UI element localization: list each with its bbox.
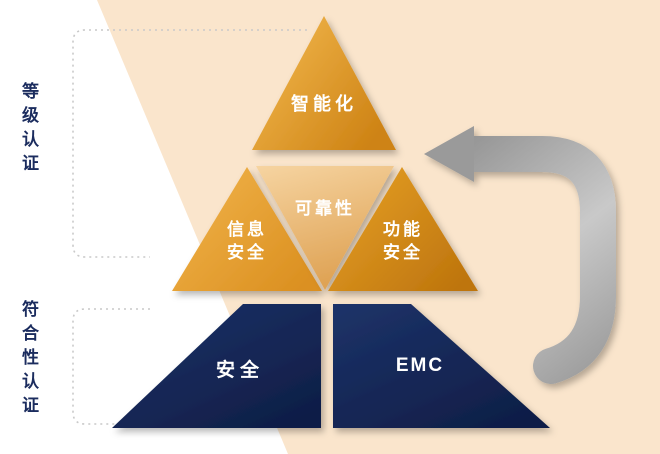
- curved-arrow-shaft: [454, 136, 616, 384]
- triangle-middle-left: [172, 167, 322, 291]
- triangle-middle-right: [328, 167, 478, 291]
- triangle-middle-center-inverted: [256, 166, 394, 290]
- triangle-top: [252, 16, 396, 150]
- curved-arrow-head-icon: [424, 126, 474, 182]
- curved-arrow: [424, 126, 616, 384]
- trapezoid-bottom-left: [112, 304, 321, 428]
- trapezoid-bottom-right: [333, 304, 550, 428]
- dotted-bracket-top: [72, 29, 307, 258]
